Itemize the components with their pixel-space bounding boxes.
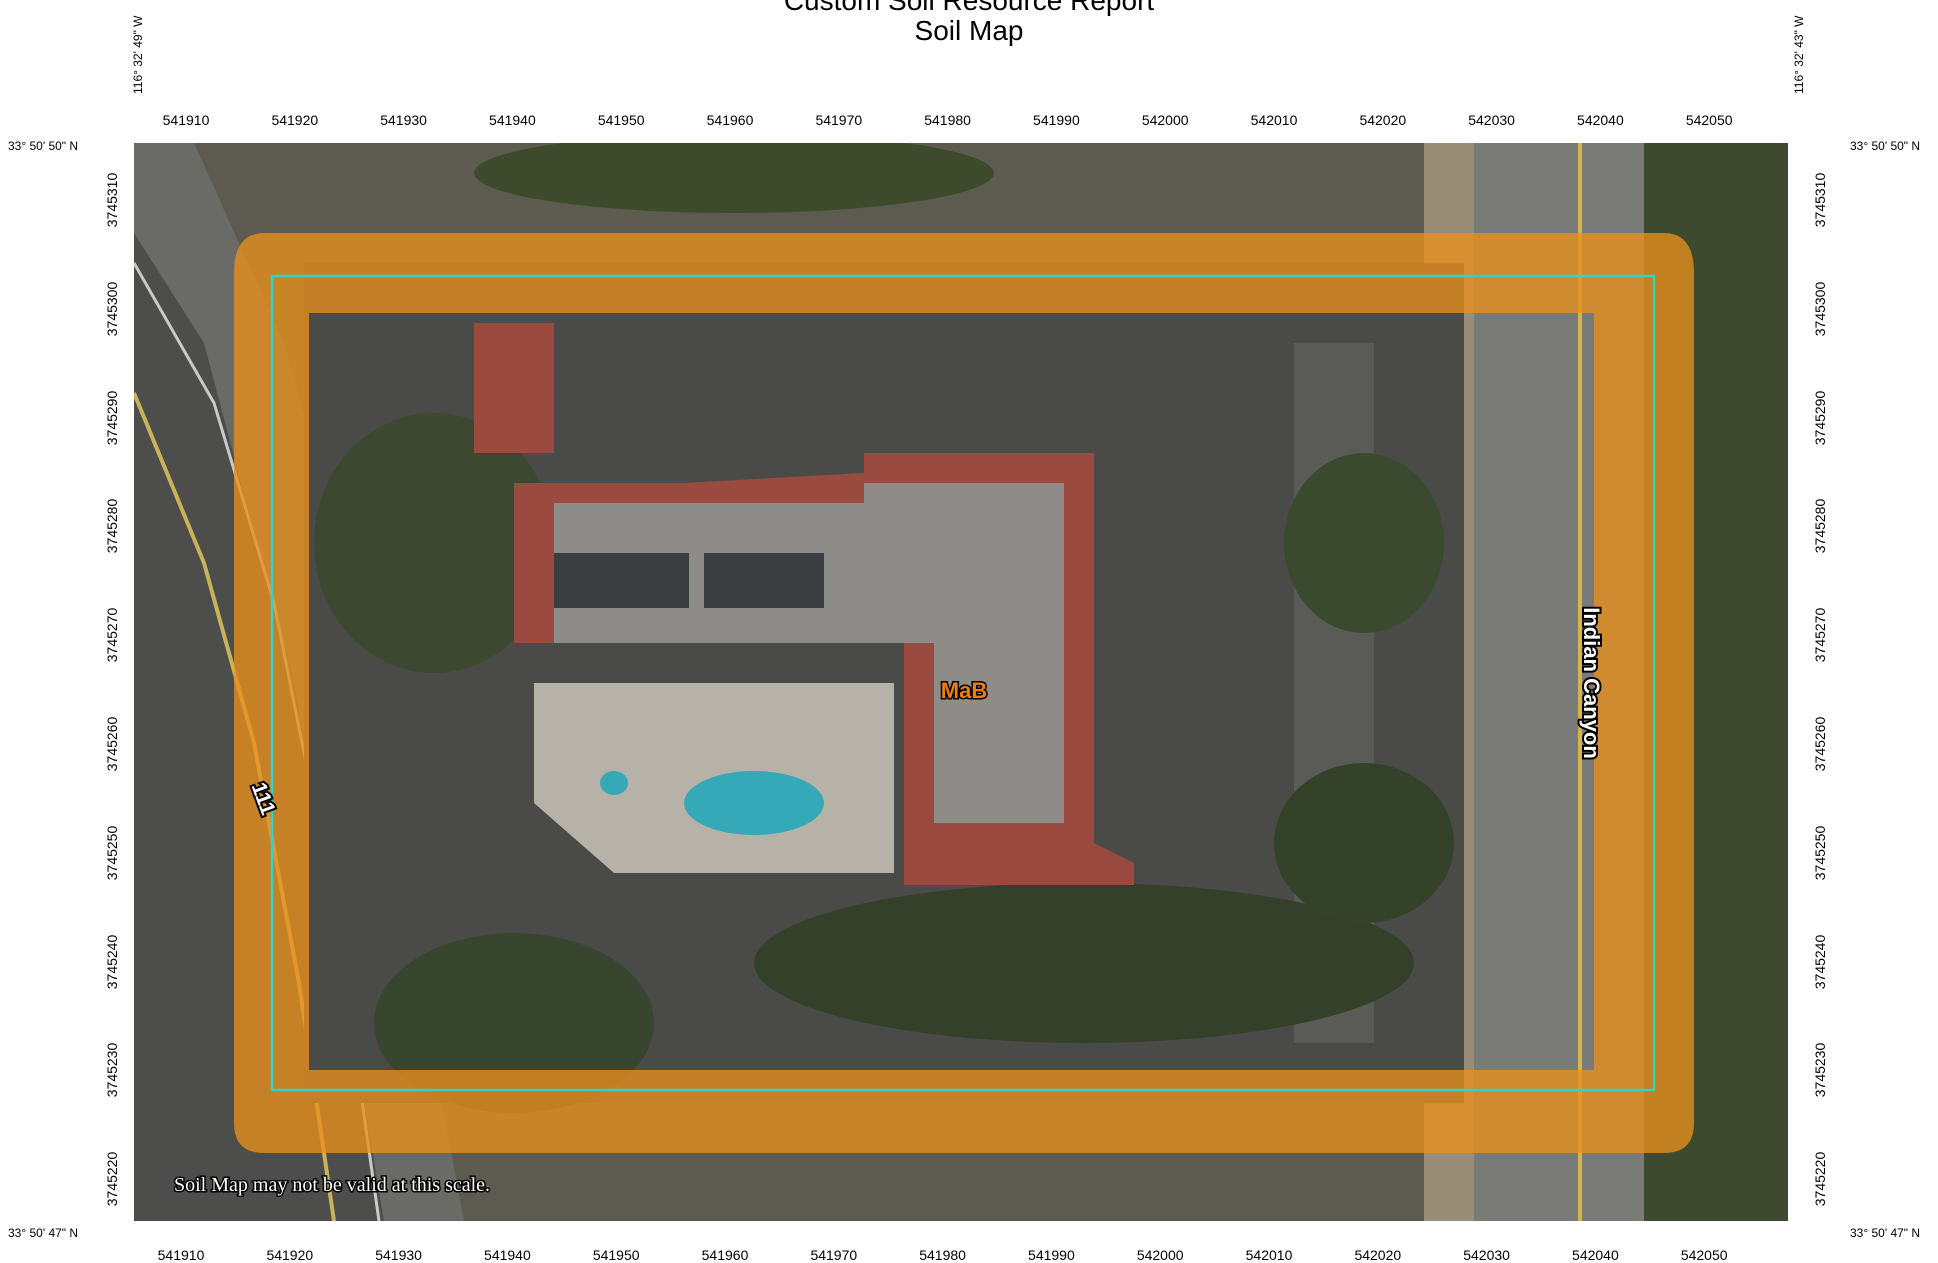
report-title: Custom Soil Resource Report bbox=[783, 0, 1155, 16]
easting-tick-bottom: 541910 bbox=[157, 1247, 205, 1263]
easting-tick-bottom: 542050 bbox=[1680, 1247, 1728, 1263]
easting-tick-top: 541980 bbox=[924, 112, 971, 128]
scale-warning: Soil Map may not be valid at this scale. bbox=[174, 1174, 490, 1196]
easting-tick-bottom: 541970 bbox=[810, 1247, 858, 1263]
solar-panels bbox=[704, 553, 824, 608]
tree-cluster bbox=[1284, 453, 1444, 633]
tree-cluster bbox=[314, 413, 554, 673]
easting-tick-top: 542050 bbox=[1685, 112, 1733, 128]
swimming-pool bbox=[684, 771, 824, 835]
easting-tick-top: 541960 bbox=[706, 112, 754, 128]
easting-tick-bottom: 541980 bbox=[919, 1247, 966, 1263]
northing-tick-left: 3745220 bbox=[104, 1151, 120, 1207]
northing-tick-right: 3745260 bbox=[1812, 716, 1828, 772]
northing-tick-left: 3745260 bbox=[104, 716, 120, 772]
easting-tick-bottom: 541930 bbox=[375, 1247, 422, 1263]
easting-tick-bottom: 542010 bbox=[1245, 1247, 1293, 1263]
northing-tick-left: 3745240 bbox=[104, 934, 120, 989]
northing-tick-right: 3745280 bbox=[1812, 499, 1828, 554]
northing-tick-left: 3745300 bbox=[104, 281, 120, 337]
easting-tick-bottom: 541990 bbox=[1028, 1247, 1075, 1263]
tree-cluster bbox=[1274, 763, 1454, 923]
easting-tick-top: 541920 bbox=[271, 112, 319, 128]
northing-tick-right: 3745290 bbox=[1812, 390, 1828, 445]
northing-tick-left: 3745290 bbox=[104, 390, 120, 445]
easting-tick-top: 541970 bbox=[815, 112, 863, 128]
tree-cluster bbox=[754, 883, 1414, 1043]
northing-tick-right: 3745250 bbox=[1812, 825, 1828, 881]
easting-tick-top: 542040 bbox=[1577, 112, 1624, 128]
northing-tick-left: 3745280 bbox=[104, 499, 120, 554]
easting-tick-bottom: 542000 bbox=[1136, 1247, 1184, 1263]
northing-tick-left: 3745230 bbox=[104, 1043, 120, 1098]
easting-tick-bottom: 541960 bbox=[701, 1247, 749, 1263]
easting-tick-top: 541940 bbox=[489, 112, 536, 128]
map-title: Soil Map bbox=[914, 15, 1024, 46]
tree-cluster bbox=[374, 933, 654, 1113]
easting-tick-top: 541930 bbox=[380, 112, 427, 128]
longitude-label-right: 116° 32' 43" W bbox=[1792, 15, 1806, 94]
easting-tick-top: 542030 bbox=[1468, 112, 1515, 128]
latitude-label-top-left: 33° 50' 50" N bbox=[8, 139, 79, 153]
easting-tick-bottom: 542030 bbox=[1463, 1247, 1510, 1263]
solar-panels bbox=[554, 553, 689, 608]
soil-unit-label: MaB bbox=[941, 678, 987, 703]
easting-tick-top: 542020 bbox=[1359, 112, 1407, 128]
tower-roof bbox=[474, 323, 554, 453]
northing-tick-right: 3745270 bbox=[1812, 607, 1828, 663]
easting-tick-bottom: 541920 bbox=[266, 1247, 314, 1263]
easting-tick-top: 542010 bbox=[1250, 112, 1298, 128]
easting-tick-top: 541910 bbox=[162, 112, 210, 128]
latitude-label-top-right: 33° 50' 50" N bbox=[1850, 139, 1921, 153]
northing-tick-right: 3745300 bbox=[1812, 281, 1828, 337]
northing-tick-right: 3745240 bbox=[1812, 934, 1828, 989]
northing-tick-left: 3745310 bbox=[104, 172, 120, 228]
easting-tick-bottom: 542020 bbox=[1354, 1247, 1402, 1263]
easting-tick-top: 541950 bbox=[597, 112, 645, 128]
easting-tick-bottom: 542040 bbox=[1572, 1247, 1619, 1263]
northing-tick-left: 3745250 bbox=[104, 825, 120, 881]
northing-tick-right: 3745220 bbox=[1812, 1151, 1828, 1207]
area-of-interest-boundary bbox=[270, 274, 1656, 1092]
indian-canyon-label-group: Indian Canyon bbox=[1577, 605, 1606, 761]
easting-tick-bottom: 541950 bbox=[592, 1247, 640, 1263]
aerial-imagery: 111 Indian Canyon MaB Soil Map may not b… bbox=[134, 143, 1788, 1221]
northing-tick-right: 3745310 bbox=[1812, 172, 1828, 228]
easting-tick-bottom: 541940 bbox=[484, 1247, 531, 1263]
easting-tick-top: 542000 bbox=[1141, 112, 1189, 128]
easting-tick-top: 541990 bbox=[1033, 112, 1080, 128]
soil-map-frame[interactable]: 111 Indian Canyon MaB Soil Map may not b… bbox=[134, 143, 1788, 1221]
indian-canyon-label: Indian Canyon bbox=[1579, 607, 1604, 759]
latitude-label-bottom-right: 33° 50' 47" N bbox=[1850, 1226, 1921, 1240]
tree-cluster bbox=[474, 143, 994, 213]
northing-tick-right: 3745230 bbox=[1812, 1043, 1828, 1098]
latitude-label-bottom-left: 33° 50' 47" N bbox=[8, 1226, 79, 1240]
spa bbox=[600, 771, 628, 795]
northing-tick-left: 3745270 bbox=[104, 607, 120, 663]
longitude-label-left: 116° 32' 49" W bbox=[131, 15, 145, 94]
